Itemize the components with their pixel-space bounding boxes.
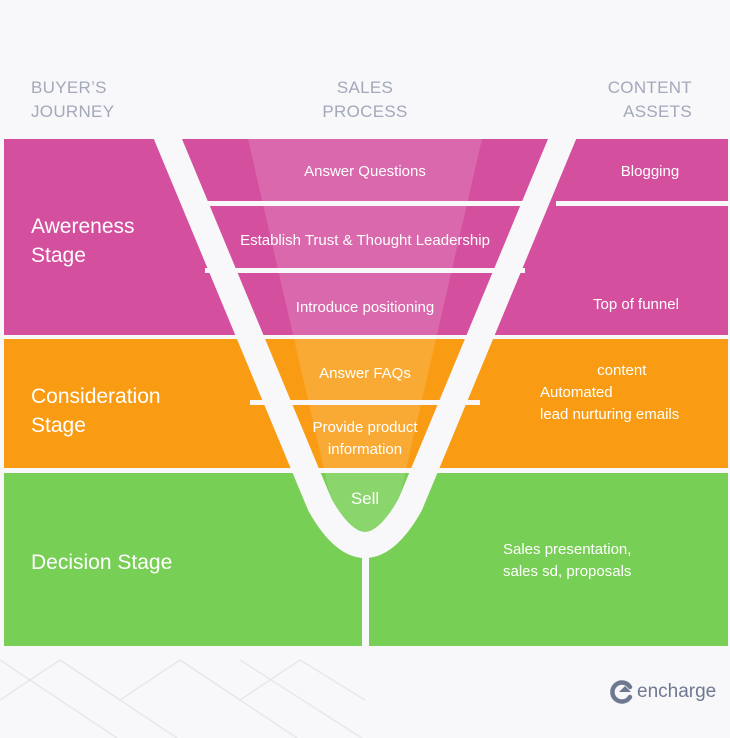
step-answer-questions: Answer Questions bbox=[304, 163, 426, 180]
stage-suffix: Stage bbox=[31, 414, 86, 437]
asset-sales-presentation: Sales presentation, sales sd, proposals bbox=[503, 539, 631, 583]
header-buyers-journey: BUYER’S JOURNEY bbox=[31, 76, 114, 124]
stage-label-decision: Decision Stage bbox=[31, 548, 172, 577]
background-pattern bbox=[0, 659, 366, 738]
stage-name: Consideration bbox=[31, 385, 161, 408]
step-establish-trust: Establish Trust & Thought Leadership bbox=[240, 232, 490, 249]
decision-divider bbox=[362, 555, 369, 650]
row-dividers bbox=[190, 201, 728, 405]
asset-blogging: Blogging bbox=[620, 163, 680, 180]
header-line: CONTENT bbox=[607, 78, 692, 97]
asset-line: sales sd, proposals bbox=[503, 563, 632, 580]
stage-name: Decision Stage bbox=[31, 551, 173, 574]
asset-line: Sales presentation, bbox=[503, 541, 632, 558]
header-sales-process: SALES PROCESS bbox=[265, 76, 465, 124]
inner-cone-highlight bbox=[248, 139, 482, 538]
step-provide-product-information: Provide product information bbox=[265, 417, 465, 461]
header-content-assets: CONTENT ASSETS bbox=[608, 76, 692, 124]
header-line: PROCESS bbox=[322, 102, 408, 121]
funnel-outline bbox=[152, 127, 578, 558]
stage-name: Awereness bbox=[31, 215, 135, 238]
asset-line: Top of funnel bbox=[593, 296, 679, 313]
encharge-logo-icon bbox=[610, 680, 633, 704]
asset-top-of-funnel: Top of funnel content bbox=[593, 250, 679, 404]
asset-line: lead nurturing emails bbox=[540, 406, 680, 423]
stage-label-consideration: Consideration Stage bbox=[31, 382, 161, 440]
stage-suffix: Stage bbox=[31, 244, 86, 267]
awareness-band bbox=[4, 139, 728, 335]
asset-line: content bbox=[593, 362, 647, 379]
asset-line: Automated bbox=[540, 384, 613, 401]
step-answer-faqs: Answer FAQs bbox=[319, 365, 411, 382]
header-line: ASSETS bbox=[623, 102, 692, 121]
step-introduce-positioning: Introduce positioning bbox=[295, 299, 435, 316]
step-sell: Sell bbox=[350, 489, 380, 508]
logo-text: encharge bbox=[637, 681, 717, 702]
step-line: Provide product bbox=[312, 419, 418, 436]
asset-automated-emails: Automated lead nurturing emails bbox=[540, 382, 679, 426]
stage-label-awareness: Awereness Stage bbox=[31, 212, 135, 270]
header-line: SALES bbox=[336, 78, 394, 97]
step-line: information bbox=[327, 441, 403, 458]
header-line: JOURNEY bbox=[31, 102, 115, 121]
header-line: BUYER’S bbox=[31, 78, 107, 97]
encharge-logo: encharge bbox=[610, 680, 716, 704]
